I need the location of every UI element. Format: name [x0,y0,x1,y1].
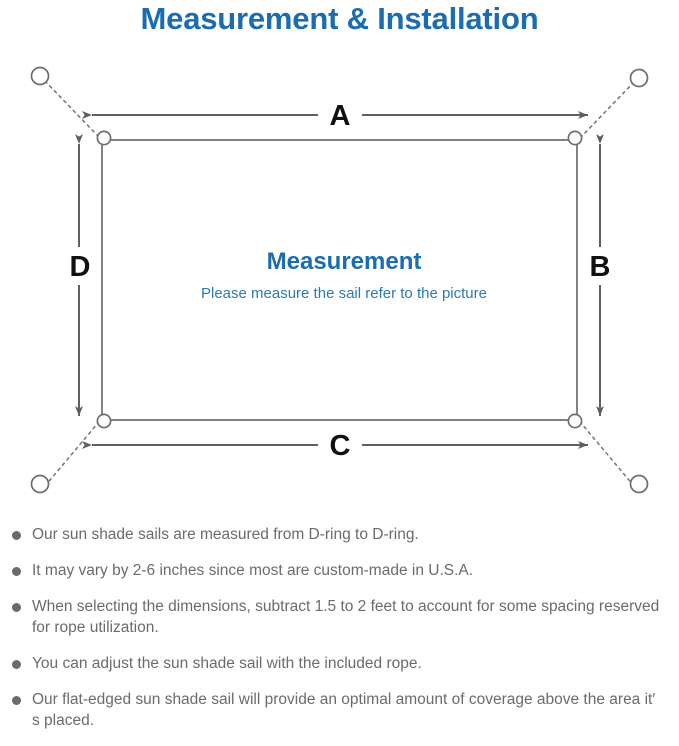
rope-lines [44,80,635,487]
sail-center-heading: Measurement [267,248,422,275]
list-item: Our sun shade sails are measured from D-… [0,524,679,545]
rope-line-bottom-right [580,422,635,487]
shade-sail-body [101,139,578,421]
measurement-diagram: A C D B Measurement Please measure the s… [30,66,649,494]
note-text: When selecting the dimensions, subtract … [32,598,660,636]
dimension-label-backings [60,96,620,464]
d-rings [96,130,583,429]
notes-list: Our sun shade sails are measured from D-… [0,524,679,746]
list-item: You can adjust the sun shade sail with t… [0,653,679,674]
bullet-icon [12,696,21,705]
anchor-point-bottom-right [629,474,649,494]
anchor-points [30,66,649,494]
note-text: You can adjust the sun shade sail with t… [32,655,422,672]
dimension-label-a: A [330,100,351,132]
dimension-label-b: B [590,251,611,283]
sail-center-subtext: Please measure the sail refer to the pic… [201,285,487,302]
dimension-label-d: D [70,251,91,283]
list-item: Our flat-edged sun shade sail will provi… [0,689,679,731]
rope-line-bottom-left [44,422,99,487]
d-ring-bottom-right [567,413,583,429]
anchor-point-top-right [629,68,649,88]
list-item: It may vary by 2-6 inches since most are… [0,560,679,581]
bullet-icon [12,603,21,612]
rope-line-top-right [580,81,635,138]
note-text: It may vary by 2-6 inches since most are… [32,562,474,579]
anchor-point-top-left [30,66,50,86]
bullet-icon [12,567,21,576]
d-ring-top-right [567,130,583,146]
d-ring-bottom-left [96,413,112,429]
bullet-icon [12,531,21,540]
note-text: Our flat-edged sun shade sail will provi… [32,691,656,729]
rope-line-top-left [44,80,99,137]
page-title: Measurement & Installation [140,1,539,36]
dimension-label-c: C [330,430,351,462]
d-ring-top-left [96,130,112,146]
list-item: When selecting the dimensions, subtract … [0,596,679,638]
bullet-icon [12,660,21,669]
note-text: Our sun shade sails are measured from D-… [32,526,419,543]
anchor-point-bottom-left [30,474,50,494]
